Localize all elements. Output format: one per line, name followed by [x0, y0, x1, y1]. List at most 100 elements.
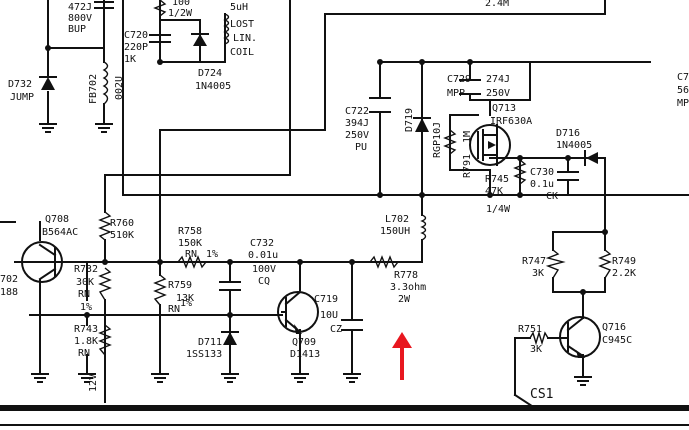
capacitor-c720	[149, 34, 171, 43]
mosfet-q713	[469, 124, 511, 166]
label-r758-val: 150K	[178, 238, 202, 249]
label-r732-tol: 1%	[80, 302, 92, 313]
label-r759-name: R759	[168, 280, 192, 291]
label-coil: COIL	[230, 47, 254, 58]
label-r743-val: 1.8K	[74, 336, 98, 347]
label-q709-name: Q709	[292, 337, 316, 348]
diode-d711	[221, 331, 239, 345]
label-r778-val: 3.3ohm	[390, 282, 426, 293]
transistor-q708	[14, 241, 63, 283]
label-uh: 5uH	[230, 2, 248, 13]
label-d732-type: JUMP	[10, 92, 34, 103]
label-d724-name: D724	[198, 68, 222, 79]
label-q708-type: B564AC	[42, 227, 78, 238]
label-r100: 100	[172, 0, 190, 8]
label-c722-v: 250V	[345, 130, 369, 141]
label-q709-type: D1413	[290, 349, 320, 360]
label-d719-name: D719	[404, 108, 415, 132]
label-c719-val: 10U	[320, 310, 338, 321]
resistor-r743	[98, 324, 112, 356]
label-c720-v: 1K	[124, 54, 136, 65]
label-c732-t: CQ	[258, 276, 270, 287]
capacitor-c732	[219, 281, 241, 291]
resistor-r760	[98, 211, 112, 241]
label-c729-v: 250V	[486, 88, 510, 99]
label-c730-name: C730	[530, 167, 554, 178]
resistor-r778	[369, 255, 399, 269]
label-r758-name: R758	[178, 226, 202, 237]
label-q716-type: C945C	[602, 335, 632, 346]
label-r759-tol: 1%	[180, 298, 192, 309]
label-r760-name: R760	[110, 218, 134, 229]
label-d724-type: 1N4005	[195, 81, 231, 92]
label-c729-t: MPP	[447, 88, 465, 99]
resistor-r759	[153, 274, 167, 306]
diode-d724	[191, 33, 209, 46]
label-r758-t: RN	[185, 249, 197, 260]
capacitor-c719	[341, 319, 363, 331]
label-fb702-val: 002U	[114, 76, 125, 100]
label-r732-val: 30K	[76, 277, 94, 288]
label-d716-name: D716	[556, 128, 580, 139]
diode-d732	[39, 76, 57, 90]
label-r791-val: 1M	[462, 131, 473, 143]
label-q708-name: Q708	[45, 214, 69, 225]
resistor-r751	[529, 330, 549, 346]
label-edge-56: 56	[677, 85, 689, 96]
resistor-r732	[98, 267, 112, 301]
diode-d719	[413, 117, 431, 132]
label-r747-val: 3K	[532, 268, 544, 279]
label-d716-type: 1N4005	[556, 140, 592, 151]
label-c-800v: 800V	[68, 13, 92, 24]
capacitor-472j	[94, 1, 114, 9]
label-r749-val: 2.2K	[612, 268, 636, 279]
transistor-q709	[277, 290, 319, 334]
label-d711-type: 1SS133	[186, 349, 222, 360]
transistor-q716	[559, 316, 601, 358]
ferrite-fb702	[102, 61, 109, 105]
junction-dots	[45, 45, 608, 318]
label-c-bup: BUP	[68, 24, 86, 35]
label-d719-type: RGP10J	[432, 122, 443, 158]
capacitor-c730	[557, 171, 579, 181]
label-q713-name: Q713	[492, 103, 516, 114]
label-c-472j: 472J	[68, 2, 92, 13]
resistor-r745	[513, 159, 527, 185]
label-r759-t: RN	[168, 304, 180, 315]
label-r760-val: 510K	[110, 230, 134, 241]
label-r778-w: 2W	[398, 294, 411, 305]
label-q702-name: 702	[0, 274, 18, 285]
label-r-1-2w: 1/2W	[168, 8, 193, 19]
diode-d716	[584, 150, 598, 166]
label-q716-name: Q716	[602, 322, 626, 333]
label-r778-name: R778	[394, 270, 418, 281]
capacitor-c722	[369, 97, 391, 113]
label-c730-t: CK	[546, 191, 558, 202]
label-d711-name: D711	[198, 337, 222, 348]
label-r745-name: R745	[485, 174, 509, 185]
label-12v: 12V	[88, 374, 99, 392]
label-edge-mp: MP	[677, 98, 689, 109]
resistor-r791	[443, 129, 457, 155]
label-fb702-name: FB702	[88, 74, 99, 104]
label-r732-t: RN	[78, 289, 90, 300]
lost-lin-coil	[223, 13, 230, 45]
label-c722-t: PU	[355, 142, 367, 153]
label-lin: LIN.	[233, 33, 257, 44]
resistor-r758	[177, 255, 207, 269]
label-r743-name: R743	[74, 324, 98, 335]
label-l702-name: L702	[385, 214, 409, 225]
label-d732-name: D732	[8, 79, 32, 90]
label-c719-name: C719	[314, 294, 338, 305]
label-c720-name: C720	[124, 30, 148, 41]
resistor-100	[153, 0, 167, 20]
label-edge-c: C7	[677, 72, 689, 83]
label-q702-type: 188	[0, 287, 18, 298]
label-c719-t: CZ	[330, 324, 342, 335]
label-r759-val: 13K	[176, 293, 194, 304]
label-r749-name: R749	[612, 256, 636, 267]
capacitor-c729	[459, 79, 481, 95]
label-r758-tol: 1%	[206, 249, 218, 260]
